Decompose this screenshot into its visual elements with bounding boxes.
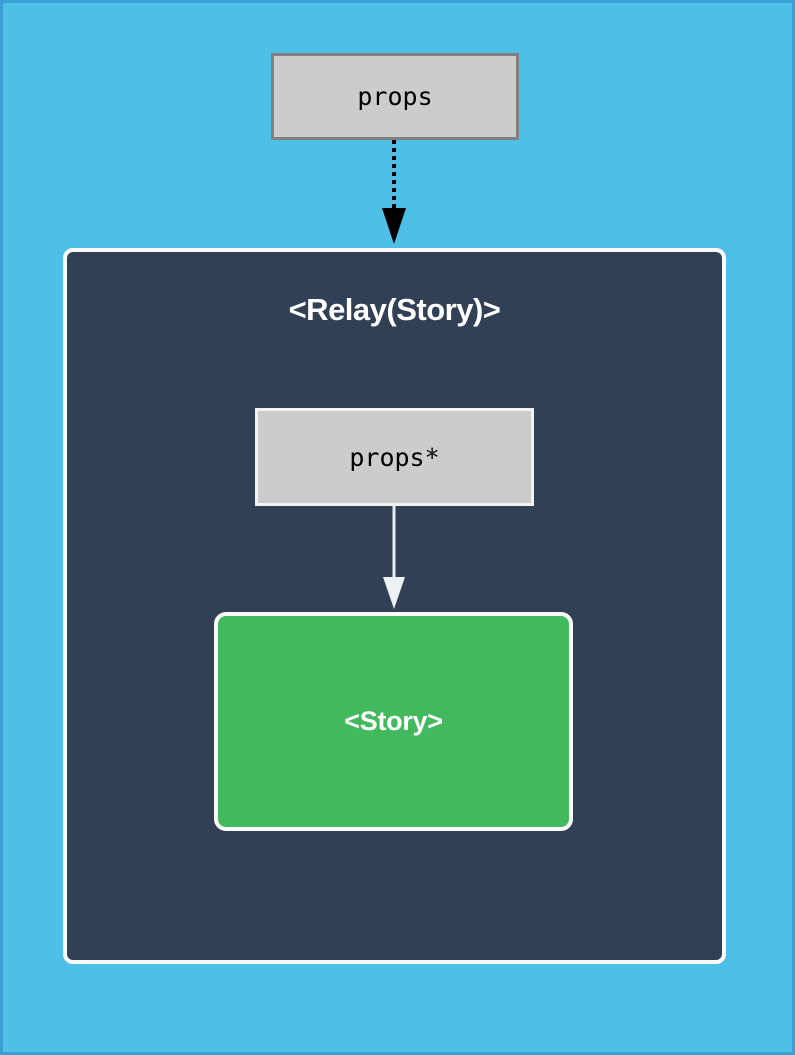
edge-props-to-relay-arrow xyxy=(382,140,406,244)
relay-story-container: <Relay(Story)> xyxy=(63,248,726,964)
props-node-outer-label: props xyxy=(357,82,433,111)
relay-story-title: <Relay(Story)> xyxy=(288,292,501,327)
edge-props-to-relay-arrowhead xyxy=(382,208,406,244)
story-node-label: <Story> xyxy=(344,706,443,736)
props-node-inner-label: props* xyxy=(349,442,440,472)
story-node: <Story> xyxy=(214,612,573,831)
props-node-outer: props xyxy=(271,53,519,140)
props-node-inner: props* xyxy=(255,408,534,506)
